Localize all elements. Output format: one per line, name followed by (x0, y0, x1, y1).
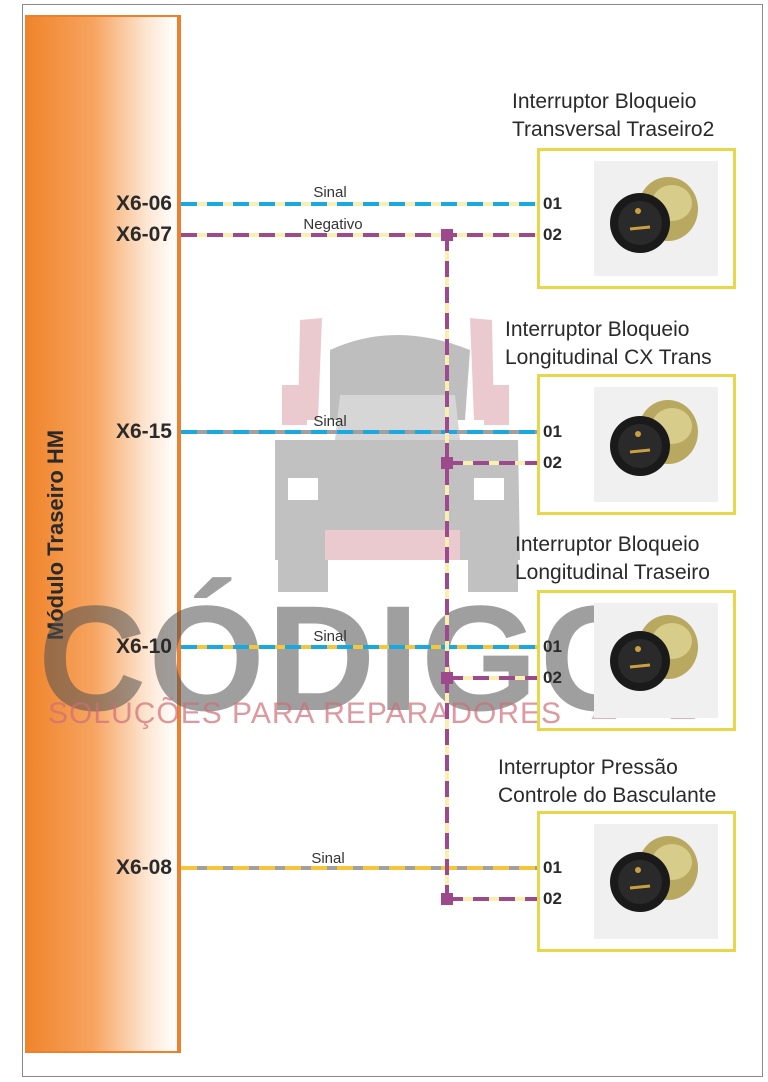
truck-wheel-left (278, 560, 328, 592)
wire-label: Negativo (303, 216, 363, 233)
junction-node (441, 893, 453, 905)
sensor-drawing (610, 177, 698, 253)
junction-node (441, 672, 453, 684)
truck-mirror-right-glass (484, 385, 509, 425)
sensor-drawing (610, 400, 698, 476)
switch-pin-02: 02 (543, 225, 562, 244)
switch-pin-01: 01 (543, 194, 562, 213)
truck-headlight-right (474, 478, 504, 500)
switch-pin-02: 02 (543, 453, 562, 472)
switch-pin-01: 01 (543, 422, 562, 441)
switch-pin-02: 02 (543, 668, 562, 687)
truck-mirror-left-glass (282, 385, 307, 425)
diagram-frame (22, 4, 763, 1077)
switch-pin-01: 01 (543, 858, 562, 877)
module-traseiro-hm (25, 15, 181, 1053)
truck-headlight-left (288, 478, 318, 500)
pin-x6-07: X6-07 (115, 223, 172, 246)
wire-label: Sinal (313, 628, 347, 645)
truck-wheel-right (468, 560, 518, 592)
wire-label: Sinal (311, 850, 345, 867)
wire-label: Sinal (313, 413, 347, 430)
switch-pin-02: 02 (543, 889, 562, 908)
sensor-drawing (610, 836, 698, 912)
sensor-drawing (610, 615, 698, 691)
pin-x6-08: X6-08 (115, 856, 172, 879)
pin-x6-10: X6-10 (115, 635, 172, 658)
switch-pin-01: 01 (543, 637, 562, 656)
wire-label: Sinal (313, 184, 347, 201)
truck-windshield (335, 395, 460, 440)
pin-x6-06: X6-06 (115, 192, 172, 215)
pin-x6-15: X6-15 (115, 420, 172, 443)
junction-node (441, 457, 453, 469)
truck-bumper-plate (325, 530, 460, 560)
junction-node (441, 229, 453, 241)
